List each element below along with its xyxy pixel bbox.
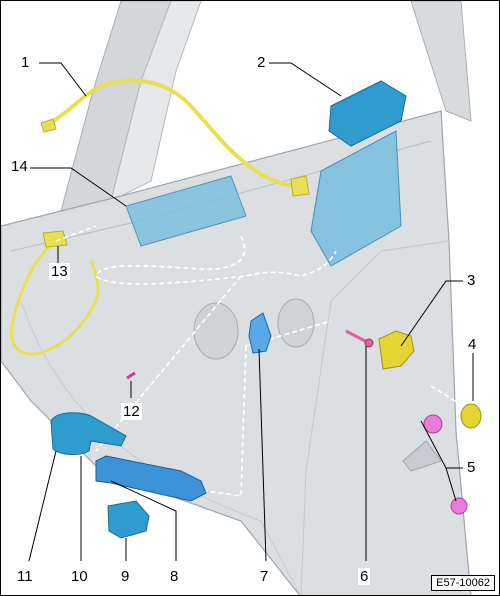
callout-9: 9 [119, 568, 132, 585]
door-frame-pillar [60, 1, 472, 212]
cover [107, 500, 150, 539]
callout-4: 4 [466, 336, 479, 353]
sealing-plugs [423, 414, 468, 515]
callout-13: 13 [49, 263, 70, 280]
wiring-harness-13 [9, 230, 100, 356]
callout-1: 1 [19, 54, 32, 71]
leader-lines [28, 62, 474, 562]
screw [126, 371, 136, 380]
callout-11: 11 [15, 568, 35, 585]
door-lock-unit [310, 80, 407, 267]
small-cap [460, 403, 482, 429]
callout-2: 2 [255, 54, 268, 71]
figure-code: E57-10062 [431, 575, 495, 591]
wiring-harness-1 [40, 78, 310, 197]
handle-carrier [125, 175, 247, 247]
callout-3: 3 [465, 272, 478, 289]
lock-cylinder [95, 455, 207, 502]
lock-cylinder-cap [50, 412, 127, 455]
callout-8: 8 [168, 568, 181, 585]
callout-12: 12 [121, 403, 142, 420]
callout-10: 10 [69, 568, 90, 585]
handle-bracket [248, 312, 272, 354]
bowden-cable-routing [55, 225, 472, 497]
callout-6: 6 [358, 568, 371, 585]
bolt [345, 329, 374, 348]
callout-14: 14 [9, 158, 30, 175]
callout-7: 7 [258, 568, 271, 585]
callout-5: 5 [465, 459, 478, 476]
